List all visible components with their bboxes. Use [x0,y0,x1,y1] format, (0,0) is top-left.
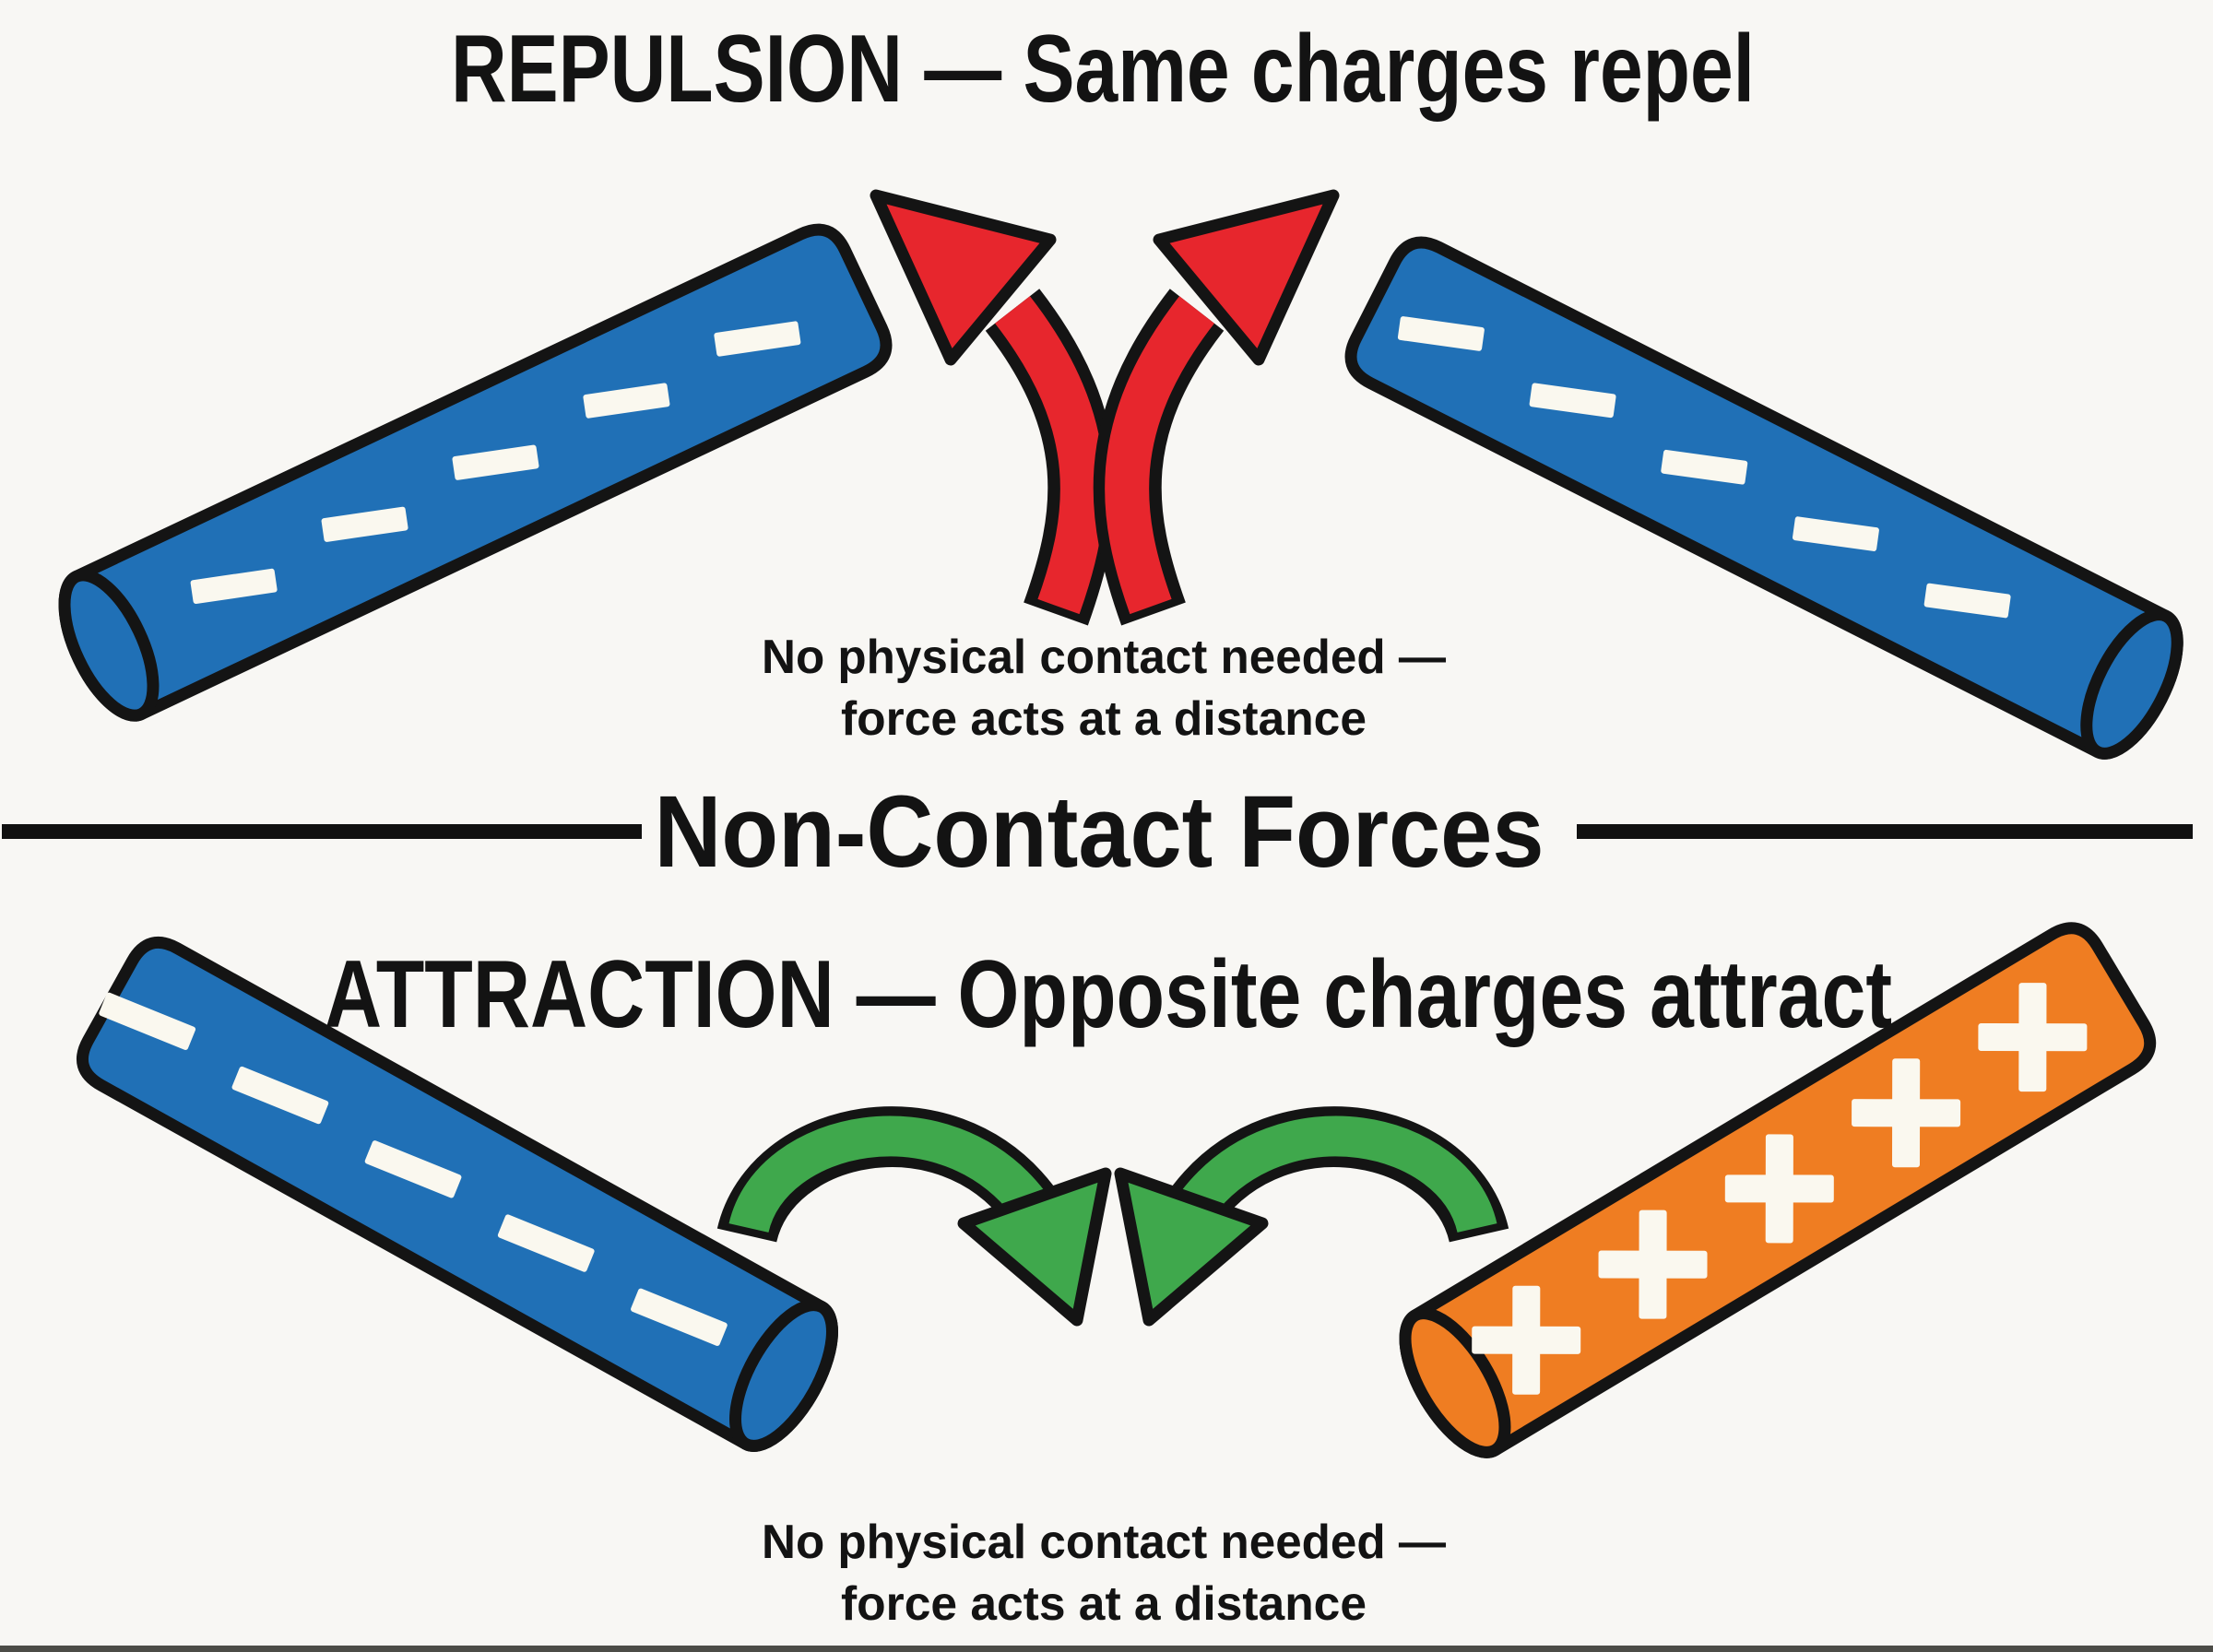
repulsion-title: REPULSION — Same charges repel [451,16,1755,123]
negative-rod-bottom-left [76,936,838,1452]
minus-charge-icon [631,1288,728,1346]
plus-charge-icon [1852,1058,1961,1168]
plus-charge-icon [1472,1285,1581,1395]
negative-rod-top-left [58,223,893,722]
divider-label: Non-Contact Forces [655,775,1544,889]
minus-charge-icon [452,444,539,480]
rod-end-cap [58,569,160,722]
attraction-figure [76,922,2157,1458]
rod-end-cap [1399,1307,1511,1458]
repulsion-figure [58,189,2183,760]
minus-charge-icon [1792,516,1879,551]
minus-charge-icon [190,568,278,604]
attract-arrow-left [716,1106,1112,1327]
negative-rod-top-right [1344,236,2183,760]
attraction-caption-line2: force acts at a distance [841,1577,1367,1631]
repulsion-caption-line1: No physical contact needed — [762,631,1446,684]
divider: Non-Contact Forces [2,775,2193,889]
repulsion-caption-line2: force acts at a distance [841,692,1367,746]
repel-arrow-left [870,189,1117,626]
plus-charge-icon [1598,1210,1708,1319]
minus-charge-icon [1529,383,1616,419]
minus-charge-icon [231,1066,329,1125]
attract-arrow-right [1114,1106,1509,1327]
minus-charge-icon [364,1140,462,1198]
minus-charge-icon [1397,316,1485,351]
attraction-title: ATTRACTION — Opposite charges attract [325,941,1892,1048]
bottom-edge-strip [0,1646,2213,1652]
plus-charge-icon [1978,983,2088,1092]
repel-arrow-right [1093,189,1340,626]
minus-charge-icon [1923,583,2011,619]
rod-end-cap [2080,608,2183,760]
minus-charge-icon [497,1214,595,1272]
rod-end-cap [729,1299,838,1452]
divider-line-left [2,824,642,839]
minus-charge-icon [321,506,408,542]
arrowhead [957,1167,1112,1327]
attraction-caption-line1: No physical contact needed — [762,1516,1446,1569]
minus-charge-icon [714,321,801,357]
divider-line-right [1577,824,2193,839]
positive-rod-bottom-right [1399,922,2157,1458]
plus-charge-icon [1724,1134,1834,1244]
minus-charge-icon [1661,449,1748,485]
arrowhead [1153,189,1340,366]
arrowhead [1114,1167,1269,1327]
arrowhead [870,189,1057,366]
minus-charge-icon [583,383,670,419]
minus-charge-icon [99,992,196,1050]
